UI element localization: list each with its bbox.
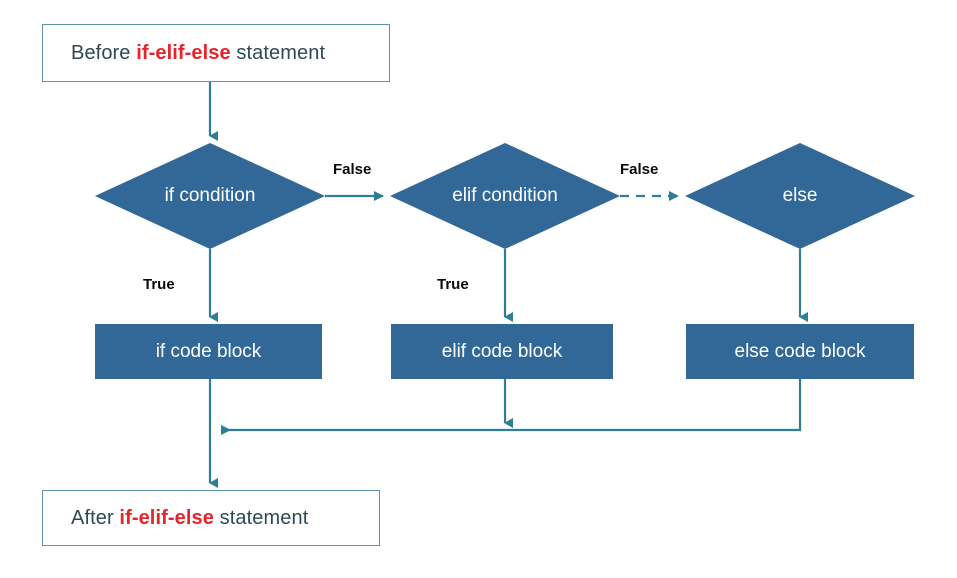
terminator-before-label: Before if-elif-else statement <box>71 42 325 65</box>
edge-label-true-if: True <box>143 276 175 293</box>
terminator-before-prefix: Before <box>71 41 137 64</box>
process-if-code-block-label: if code block <box>155 340 262 362</box>
decision-if-condition[interactable]: if condition <box>95 143 325 249</box>
diamond-shape-if <box>95 143 325 249</box>
terminator-before-keyword: if-elif-else <box>136 41 231 64</box>
process-elif-code-block[interactable]: elif code block <box>391 324 613 379</box>
process-if-code-block[interactable]: if code block <box>95 324 322 379</box>
diamond-shape-else <box>685 143 915 249</box>
edge-label-true-elif: True <box>437 276 469 293</box>
decision-else[interactable]: else <box>685 143 915 249</box>
decision-elif-condition[interactable]: elif condition <box>390 143 620 249</box>
process-else-code-block-label: else code block <box>734 340 866 362</box>
edge-label-false-elif: False <box>620 161 659 178</box>
edge-label-false-if: False <box>333 161 372 178</box>
terminator-after: After if-elif-else statement <box>42 490 380 546</box>
diamond-shape-elif <box>390 143 620 249</box>
terminator-before-suffix: statement <box>230 41 326 64</box>
terminator-before: Before if-elif-else statement <box>42 24 390 82</box>
terminator-after-prefix: After <box>71 506 120 529</box>
terminator-after-label: After if-elif-else statement <box>71 507 308 530</box>
edge-else-code-to-merge <box>221 379 802 435</box>
process-else-code-block[interactable]: else code block <box>686 324 914 379</box>
terminator-after-keyword: if-elif-else <box>119 506 214 529</box>
terminator-after-suffix: statement <box>213 506 309 529</box>
process-elif-code-block-label: elif code block <box>441 340 563 362</box>
